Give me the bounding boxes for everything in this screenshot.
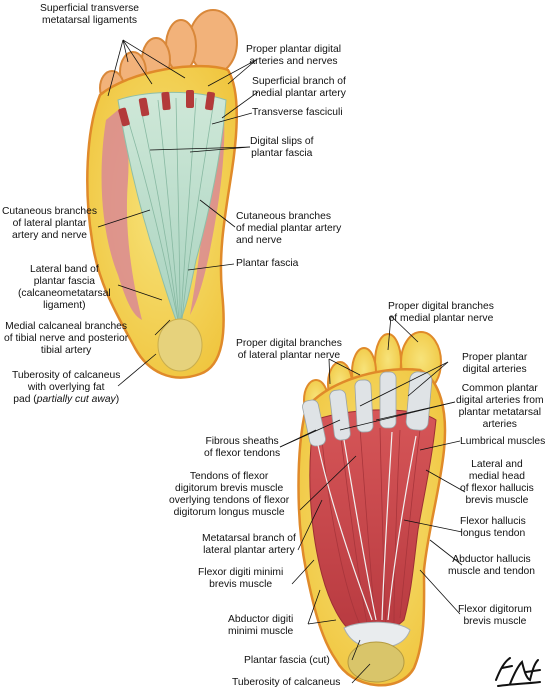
label-cutaneous-branches-lateral: Cutaneous branches of lateral plantar ar…: [2, 206, 98, 241]
label-fibrous-sheaths: Fibrous sheaths of flexor tendons: [204, 436, 281, 459]
upper-fascia-fibres: [124, 97, 215, 321]
label-superficial-branch-medial-plantar-artery: Superficial branch of medial plantar art…: [252, 76, 346, 99]
label-abductor-hallucis: Abductor hallucis muscle and tendon: [448, 554, 536, 577]
lower-nerves: [317, 431, 417, 621]
label-abductor-digiti-minimi: Abductor digiti minimi muscle: [228, 614, 294, 637]
label-flexor-digitorum-brevis: Flexor digitorum brevis muscle: [458, 604, 532, 627]
label-plantar-fascia-cut: Plantar fascia (cut): [244, 655, 330, 666]
lower-fibrous-sheaths: [302, 371, 433, 447]
label-digital-slips-plantar-fascia: Digital slips of plantar fascia: [250, 136, 314, 159]
leader-lines: [97, 39, 466, 684]
label-superficial-transverse-metatarsal-ligaments: Superficial transverse metatarsal ligame…: [40, 3, 140, 26]
label-metatarsal-branch-lateral: Metatarsal branch of lateral plantar art…: [202, 533, 296, 556]
label-medial-calcaneal-branches: Medial calcaneal branches of tibial nerv…: [4, 321, 129, 356]
label-plantar-fascia: Plantar fascia: [236, 258, 299, 269]
label-proper-digital-branches-lateral: Proper digital branches of lateral plant…: [236, 338, 342, 361]
upper-foot: [86, 9, 239, 379]
label-cutaneous-branches-medial: Cutaneous branches of medial plantar art…: [236, 211, 342, 246]
lower-plantar-fascia-cut: [343, 621, 411, 649]
label-tuberosity-calcaneus: Tuberosity of calcaneus: [232, 677, 341, 688]
label-lateral-band-plantar-fascia: Lateral band of plantar fascia (calcaneo…: [18, 264, 111, 311]
label-lumbrical-muscles: Lumbrical muscles: [460, 436, 546, 447]
lower-muscle-mass: [309, 409, 437, 634]
label-tuberosity-fat-pad: Tuberosity of calcaneus with overlying f…: [12, 370, 121, 405]
label-tendons-fdb-fdl: Tendons of flexor digitorum brevis muscl…: [169, 471, 290, 518]
label-transverse-fasciculi: Transverse fasciculi: [252, 107, 343, 118]
label-proper-plantar-digital-arteries-nerves: Proper plantar digital arteries and nerv…: [246, 44, 342, 67]
upper-digital-slips: [118, 90, 215, 127]
upper-lateral-muscle: [101, 110, 142, 320]
label-flexor-hallucis-longus: Flexor hallucis longus tendon: [460, 516, 526, 539]
lower-foot: [297, 331, 447, 687]
netter-signature-logo: [495, 657, 541, 687]
upper-heel-tuberosity: [157, 318, 203, 372]
label-proper-digital-branches-medial: Proper digital branches of medial planta…: [388, 301, 494, 324]
label-common-plantar-digital-arteries: Common plantar digital arteries from pla…: [456, 383, 544, 430]
label-flexor-digiti-minimi: Flexor digiti minimi brevis muscle: [198, 567, 284, 590]
label-proper-plantar-digital-arteries: Proper plantar digital arteries: [462, 352, 528, 375]
label-lateral-medial-head-fhb: Lateral and medial head of flexor halluc…: [460, 459, 534, 506]
